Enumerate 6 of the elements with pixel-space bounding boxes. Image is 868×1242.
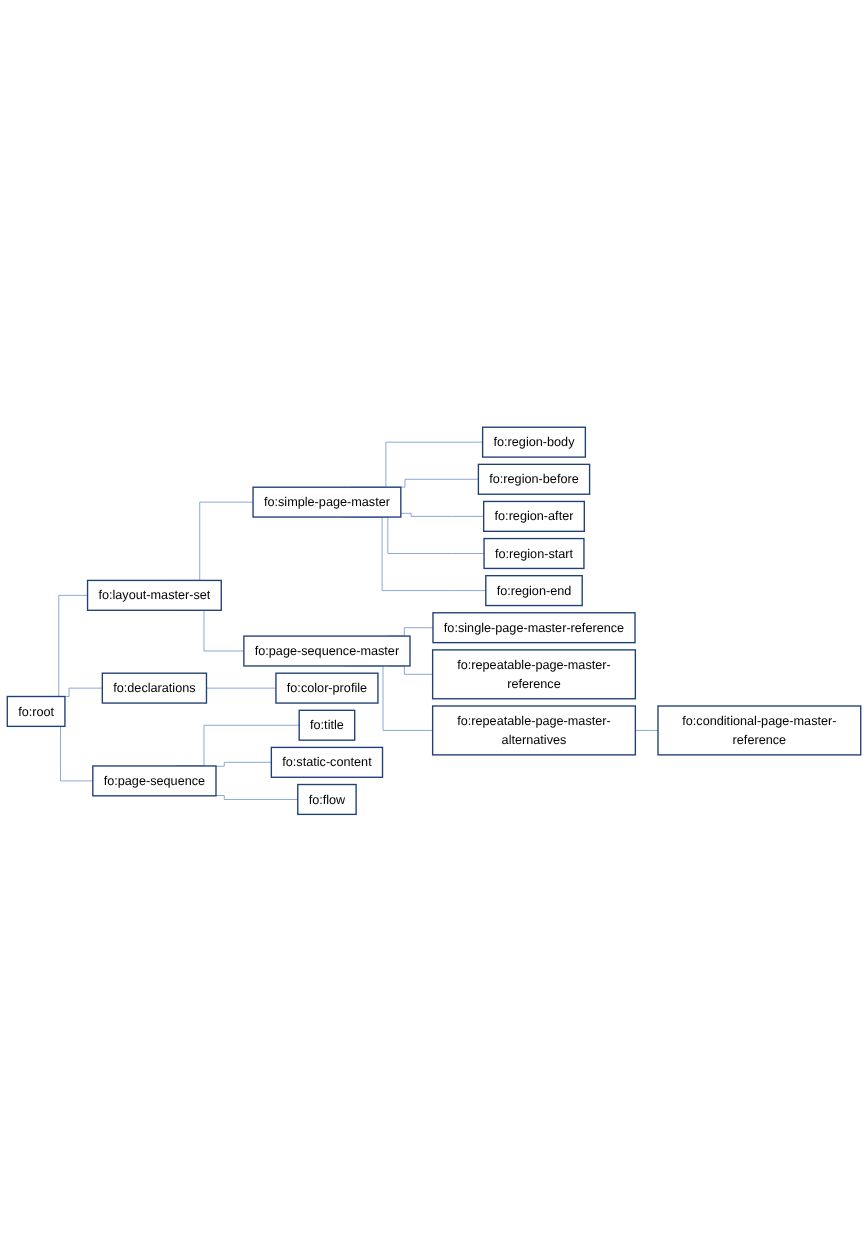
connector xyxy=(61,687,103,698)
connector xyxy=(206,687,277,689)
connector xyxy=(215,762,272,767)
connector xyxy=(400,513,485,518)
connector xyxy=(634,730,659,732)
connector xyxy=(215,795,299,801)
